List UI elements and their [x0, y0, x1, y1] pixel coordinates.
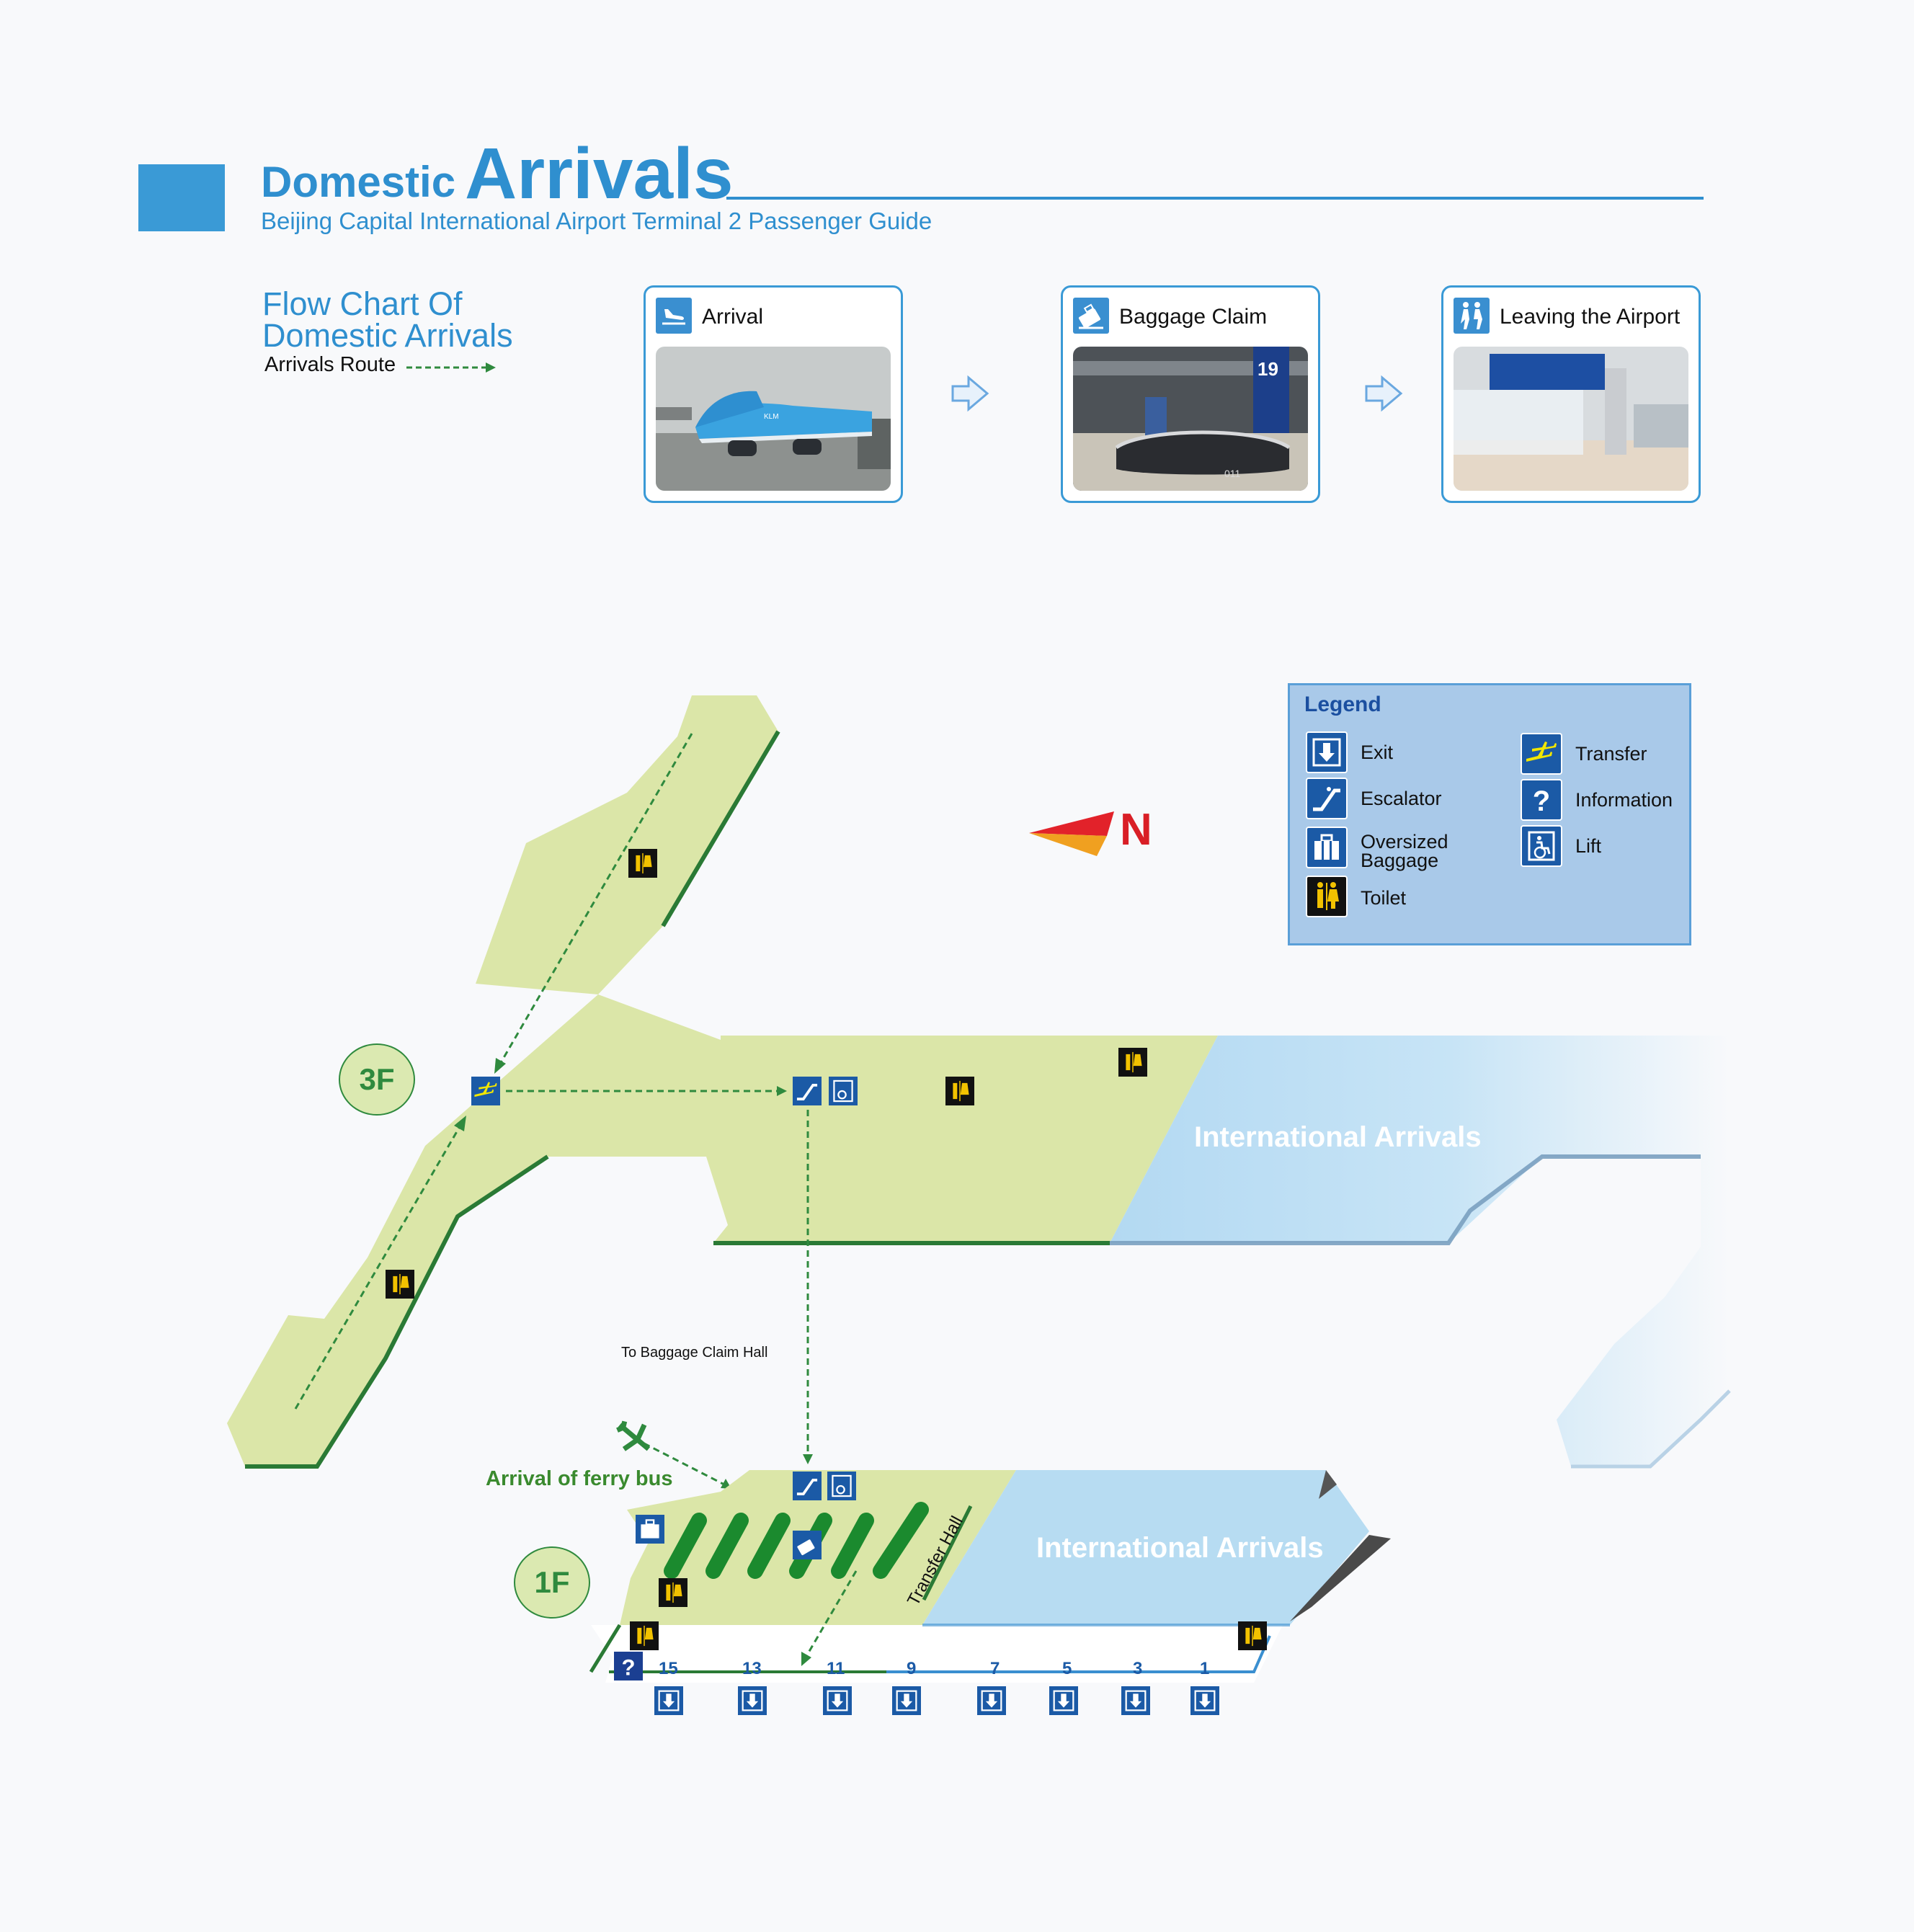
international-arrivals-1f-label: International Arrivals [1036, 1532, 1324, 1564]
exit-icon-7 [977, 1686, 1006, 1715]
exit-icon [1306, 731, 1348, 773]
flow-chart-title-line2: Domestic Arrivals [262, 317, 513, 354]
exit-number-15: 15 [659, 1659, 678, 1678]
exit-icon-13 [738, 1686, 767, 1715]
escalator-icon [1306, 778, 1348, 819]
svg-text:?: ? [621, 1655, 635, 1681]
map-toilet-icon-3f-south [386, 1270, 414, 1299]
title-domestic: Domestic [261, 158, 456, 206]
floor-1f-badge: 1F [514, 1546, 590, 1619]
exit-icon-1 [1190, 1686, 1219, 1715]
arrival-plane-icon [656, 298, 692, 334]
exit-icon-3 [1121, 1686, 1150, 1715]
map-escalator-icon-1f [793, 1472, 822, 1500]
step-card-leaving: Leaving the Airport [1441, 285, 1701, 503]
exit-icon-5 [1049, 1686, 1078, 1715]
baggage-claim-icon [1073, 298, 1109, 334]
arrivals-route-label: Arrivals Route [264, 353, 396, 376]
legend-panel: Legend Exit Escalator Oversized Baggage … [1288, 683, 1691, 945]
baggage-carousels [664, 1502, 929, 1579]
map-lift-icon-1f [827, 1472, 856, 1500]
map-transfer-icon [471, 1077, 500, 1105]
map-toilet-icon-3f-east [1118, 1048, 1147, 1077]
legend-label-escalator: Escalator [1361, 788, 1442, 809]
legend-label-exit: Exit [1361, 742, 1394, 763]
legend-label-oversized: Oversized [1361, 831, 1448, 853]
international-arrivals-3f-label: International Arrivals [1194, 1121, 1482, 1153]
legend-label-oversized-line2: Baggage [1361, 850, 1439, 871]
floor-3f-domestic-area [227, 695, 1218, 1469]
exit-number-7: 7 [990, 1659, 1000, 1678]
to-baggage-claim-label: To Baggage Claim Hall [621, 1345, 768, 1361]
page-subtitle: Beijing Capital International Airport Te… [261, 208, 932, 234]
lift-icon [1521, 825, 1562, 867]
legend-label-information: Information [1575, 789, 1673, 811]
svg-text:?: ? [1533, 785, 1550, 817]
map-information-icon: ? [614, 1652, 643, 1681]
legend-title: Legend [1304, 693, 1381, 716]
map-toilet-icon-1f-south [630, 1621, 659, 1650]
baggage-claim-photo: 19 011 [1073, 347, 1308, 491]
exit-number-13: 13 [742, 1659, 762, 1678]
exit-number-1: 1 [1200, 1659, 1210, 1678]
carousel-number: 19 [1258, 358, 1278, 380]
exit-number-3: 3 [1133, 1659, 1143, 1678]
flow-arrow-1 [951, 375, 989, 412]
step-label-baggage-claim: Baggage Claim [1119, 305, 1268, 329]
map-toilet-icon-3f-north [628, 849, 657, 878]
exit-number-11: 11 [827, 1659, 845, 1678]
exit-icon-15 [654, 1686, 683, 1715]
transfer-icon [1521, 733, 1562, 775]
map-lift-icon-3f [829, 1077, 858, 1105]
step-label-leaving: Leaving the Airport [1500, 305, 1681, 329]
compass-north-label: N [1120, 805, 1152, 855]
exit-icon-11 [823, 1686, 852, 1715]
flow-chart-title: Flow Chart Of Domestic Arrivals [262, 288, 513, 352]
information-icon: ? [1521, 779, 1562, 821]
legend-label-lift: Lift [1575, 835, 1602, 857]
map-baggage-claim-icon [793, 1531, 822, 1559]
legend-label-transfer: Transfer [1575, 743, 1647, 765]
map-oversized-baggage-icon [636, 1515, 664, 1544]
map-toilet-icon-1f-east [1238, 1621, 1267, 1650]
floor-3f-badge: 3F [339, 1043, 415, 1116]
title-underline [726, 197, 1704, 200]
map-toilet-icon-1f-west [659, 1578, 687, 1607]
svg-text:KLM: KLM [764, 413, 779, 421]
header-accent-block [138, 164, 225, 231]
leaving-airport-photo [1454, 347, 1688, 491]
title-arrivals: Arrivals [465, 133, 734, 214]
legend-label-toilet: Toilet [1361, 887, 1407, 909]
map-toilet-icon-3f-mid [945, 1077, 974, 1105]
exit-number-9: 9 [907, 1659, 917, 1678]
step-label-arrival: Arrival [702, 305, 764, 329]
ferry-plane-icon [616, 1420, 651, 1451]
toilet-icon [1306, 876, 1348, 917]
floor-1f-area [589, 1470, 1391, 1683]
exit-number-5: 5 [1062, 1659, 1072, 1678]
floor-3f-route [294, 733, 813, 1489]
oversized-baggage-icon [1306, 827, 1348, 868]
compass-arrow-icon [1029, 811, 1114, 856]
route-sample-arrow [406, 362, 496, 373]
map-escalator-icon-3f [793, 1077, 822, 1105]
flow-arrow-2 [1365, 375, 1403, 412]
step-card-baggage-claim: Baggage Claim 19 011 [1061, 285, 1320, 503]
step-card-arrival: Arrival KLM [644, 285, 903, 503]
floor-3f-international-area [1110, 1036, 1731, 1469]
ferry-bus-label: Arrival of ferry bus [486, 1467, 673, 1490]
belt-code: 011 [1224, 468, 1241, 479]
exit-icon-9 [892, 1686, 921, 1715]
leaving-airport-icon [1454, 298, 1490, 334]
flow-chart-title-line1: Flow Chart Of [262, 285, 463, 322]
arrival-photo: KLM [656, 347, 891, 491]
